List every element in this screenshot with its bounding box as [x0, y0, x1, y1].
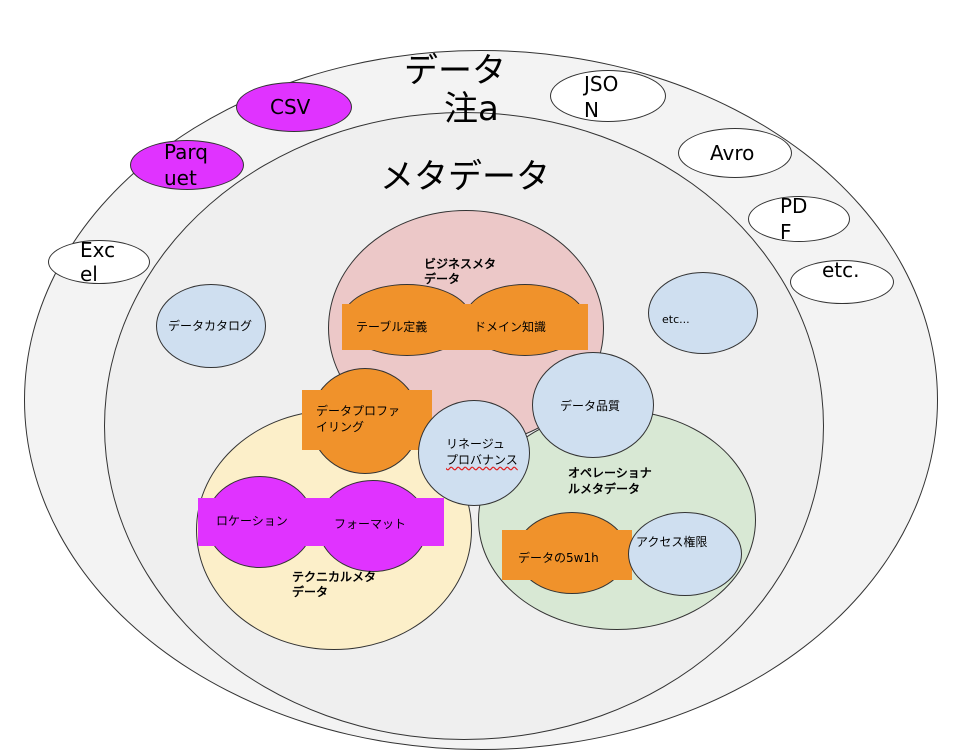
- metadata-title: メタデータ: [380, 157, 550, 197]
- data-quality-label: データ品質: [560, 399, 621, 413]
- excel-label-1: Exc: [80, 238, 116, 262]
- business-metadata-label-2: データ: [424, 272, 461, 286]
- avro-format-node: [678, 128, 792, 178]
- provenance-label: プロバナンス: [446, 453, 518, 467]
- data-5w1h-rect: [502, 530, 632, 580]
- data-profiling-rect: [302, 390, 432, 450]
- etc-label: etc.: [822, 258, 860, 282]
- json-label-2: N: [584, 98, 599, 122]
- pdf-format-node: [748, 196, 850, 242]
- table-definition-label: テーブル定義: [356, 320, 428, 334]
- data-title: データ: [404, 51, 506, 91]
- json-label-1: JSO: [584, 72, 619, 96]
- data-profiling-label-2: イリング: [316, 420, 365, 434]
- etc-inner-label: etc...: [662, 313, 690, 326]
- business-items-rect: [342, 304, 588, 350]
- csv-label: CSV: [270, 95, 311, 119]
- lineage-node: [418, 400, 530, 506]
- etc-inner-node: [648, 272, 758, 354]
- data-catalog-node: [156, 284, 266, 368]
- format-label: フォーマット: [334, 517, 407, 531]
- technical-metadata-label-1: テクニカルメタ: [292, 570, 377, 584]
- business-metadata-label-1: ビジネスメタ: [424, 257, 497, 271]
- etc-format-node: [790, 260, 894, 304]
- operational-metadata-label-1: オペレーショナ: [568, 466, 652, 480]
- pdf-label-2: F: [780, 220, 792, 242]
- domain-knowledge-label: ドメイン知識: [474, 320, 547, 334]
- data-catalog-label: データカタログ: [168, 319, 253, 333]
- avro-label: Avro: [710, 141, 755, 165]
- lineage-label-1: リネージュ: [446, 437, 505, 451]
- excel-label-2: el: [80, 262, 98, 284]
- csv-format-node: [236, 82, 352, 132]
- access-rights-node: [628, 512, 742, 596]
- parquet-format-node: [130, 140, 244, 190]
- data-5w1h-label: データの5w1h: [518, 551, 599, 565]
- json-format-node: [550, 70, 666, 122]
- excel-format-node: [48, 240, 150, 284]
- operational-metadata-label-2: ルメタデータ: [568, 482, 641, 496]
- technical-items-rect: [198, 498, 444, 546]
- access-rights-label: アクセス権限: [636, 535, 708, 549]
- technical-metadata-label-2: データ: [292, 585, 329, 599]
- data-title-note: 注a: [444, 89, 499, 129]
- parquet-label-2: uet: [164, 166, 197, 190]
- parquet-label-1: Parq: [164, 140, 208, 164]
- data-quality-node: [532, 352, 654, 458]
- data-profiling-label-1: データプロファ: [316, 404, 401, 418]
- pdf-label-1: PD: [780, 194, 808, 218]
- location-label: ロケーション: [216, 514, 288, 528]
